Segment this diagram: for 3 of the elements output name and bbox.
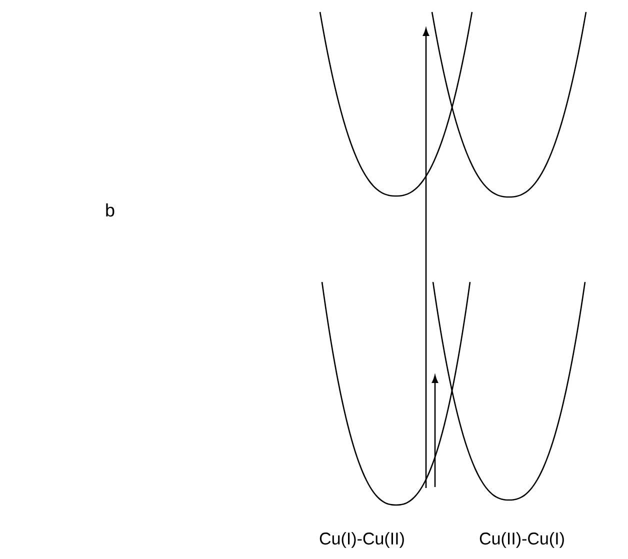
axis-label: Cu(II)-Cu(I) [480,532,564,548]
panel-label: b [106,203,114,217]
axis-label: Cu(I)-Cu(II) [320,532,404,548]
